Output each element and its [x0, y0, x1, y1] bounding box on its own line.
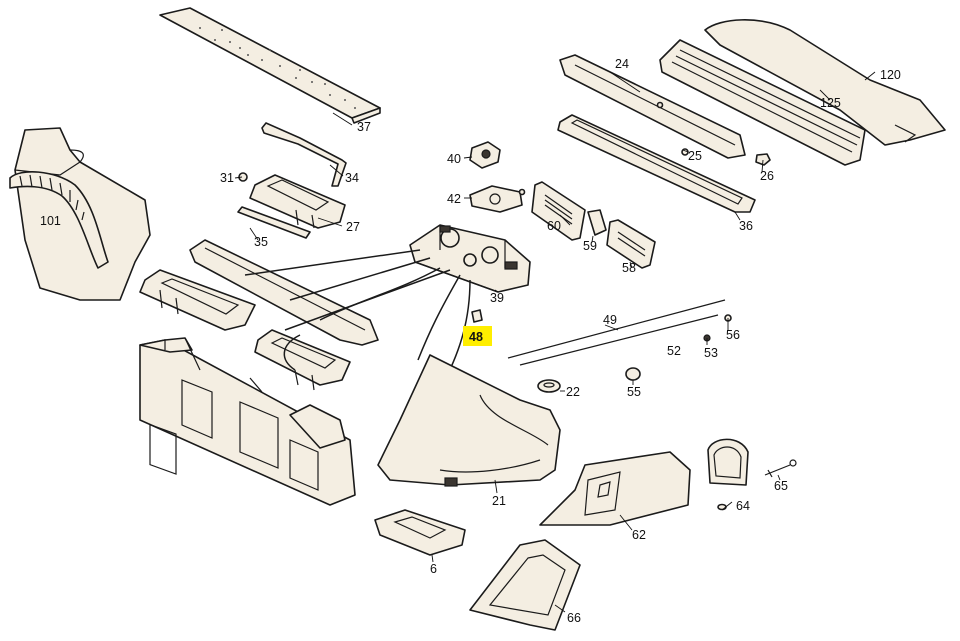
callout-58: 58 — [622, 261, 636, 275]
callout-48-highlight — [463, 326, 492, 346]
part-59-bezel — [587, 209, 607, 236]
callout-48: 48 — [469, 330, 483, 344]
part-101-cowl-with-hose — [9, 127, 151, 301]
part-125-grille — [659, 39, 866, 166]
callout-labels: 37 34 31 27 35 101 40 42 39 48 24 25 26 … — [40, 57, 901, 625]
callout-55: 55 — [627, 385, 641, 399]
callout-125: 125 — [820, 96, 841, 110]
callout-37: 37 — [357, 120, 371, 134]
part-39-control-unit — [409, 224, 531, 293]
part-66-frame-seal — [469, 539, 581, 631]
callout-42: 42 — [447, 192, 461, 206]
callout-120: 120 — [880, 68, 901, 82]
callout-65: 65 — [774, 479, 788, 493]
part-22-grommet — [537, 379, 561, 393]
heater-housing — [139, 337, 356, 506]
part-27-vent-nozzle — [249, 174, 346, 229]
callout-39: 39 — [490, 291, 504, 305]
part-48-clip — [471, 309, 483, 323]
callout-24: 24 — [615, 57, 629, 71]
center-duct-upper — [189, 239, 379, 346]
callout-59: 59 — [583, 239, 597, 253]
part-26-nut — [755, 153, 771, 166]
part-60-vent — [531, 181, 586, 241]
part-62-air-box — [539, 451, 691, 526]
callout-25: 25 — [688, 149, 702, 163]
callout-31: 31 — [220, 171, 234, 185]
callout-27: 27 — [346, 220, 360, 234]
callout-22: 22 — [566, 385, 580, 399]
callout-34: 34 — [345, 171, 359, 185]
part-65-spring-clip — [764, 459, 797, 478]
part-40-control-knob — [469, 141, 501, 169]
callout-62: 62 — [632, 528, 646, 542]
part-24-upper-trim — [559, 54, 746, 159]
part-37-texture — [199, 27, 356, 109]
callout-101: 101 — [40, 214, 61, 228]
callout-52: 52 — [667, 344, 681, 358]
callout-6: 6 — [430, 562, 437, 576]
callout-53: 53 — [704, 346, 718, 360]
left-vent-frame — [139, 269, 256, 331]
leader-lines — [234, 71, 876, 613]
callout-60: 60 — [547, 219, 561, 233]
center-vent-frame — [254, 329, 351, 391]
part-52-pull-cable — [519, 314, 719, 366]
callout-56: 56 — [726, 328, 740, 342]
part-6-gasket — [374, 509, 466, 556]
callout-49: 49 — [603, 313, 617, 327]
part-55-knob — [625, 367, 641, 381]
callout-21: 21 — [492, 494, 506, 508]
callout-64: 64 — [736, 499, 750, 513]
part-21-air-duct — [377, 354, 561, 487]
part-42-bracket — [469, 185, 526, 213]
callout-26: 26 — [760, 169, 774, 183]
part-120-dash-cover — [704, 19, 946, 146]
part-35-trim-strip — [237, 206, 311, 239]
part-36-frame — [557, 114, 756, 213]
callout-36: 36 — [739, 219, 753, 233]
callout-35: 35 — [254, 235, 268, 249]
part-37-shelf-panel — [159, 7, 381, 124]
callout-40: 40 — [447, 152, 461, 166]
callout-66: 66 — [567, 611, 581, 625]
part-34-bent-rod — [261, 122, 347, 187]
part-58-vent — [606, 219, 656, 269]
